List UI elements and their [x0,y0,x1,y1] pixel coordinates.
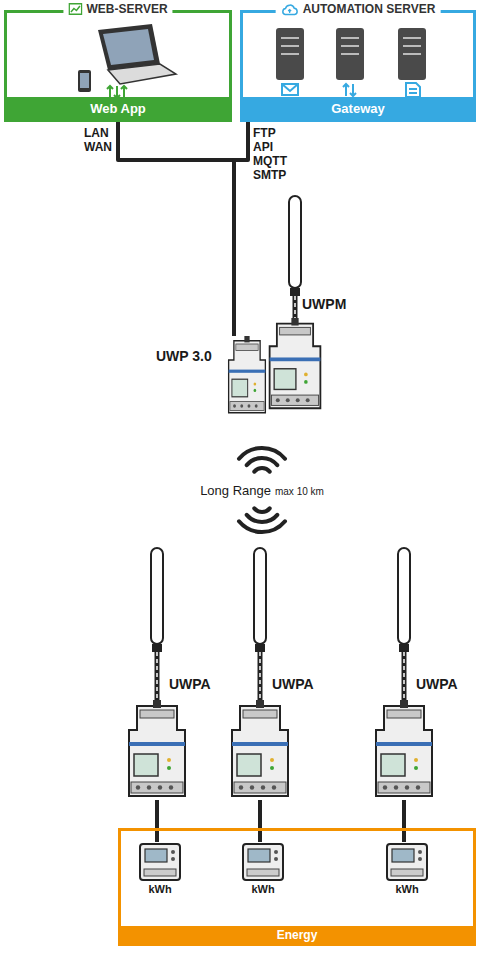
meter-box: kWh [241,842,285,895]
frame-band: Energy [121,926,473,943]
heading-text: WEB-SERVER [86,2,167,16]
free-label: Long Range [200,483,271,499]
device-box: UWPM [266,318,324,412]
group-frame: Energy kWh kWh kWh [118,828,476,946]
device-label: UWPA [416,676,458,692]
device-box: UWPA [372,700,436,800]
device-box: UWPA [228,700,292,800]
gateway-icons [282,83,420,97]
free-label: MQTT [253,154,287,168]
connector-line [118,122,234,336]
energy-meter [385,842,429,882]
free-label: max 10 km [275,485,324,498]
connector-line [234,122,248,336]
group-frame: AUTOMATION SERVERGateway [240,10,476,122]
frame-band: Web App [7,97,229,119]
band-text: Web App [90,101,146,116]
free-label: WAN [84,140,112,154]
device-box: UWPA [125,700,189,800]
server-icons [276,28,426,80]
meter-picture [385,842,429,882]
meter-unit: kWh [251,883,274,895]
meter-box: kWh [138,842,182,895]
device-label: UWP 3.0 [156,348,212,364]
device-label: UWPA [169,676,211,692]
free-label: FTP [253,126,276,140]
free-label: LAN [84,126,109,140]
cloud-icon [281,3,299,16]
band-text: Gateway [331,101,384,116]
free-label: API [253,140,273,154]
energy-meter [241,842,285,882]
free-label: SMTP [253,168,286,182]
heading-text: AUTOMATION SERVER [303,2,436,16]
energy-meter [138,842,182,882]
connector-line [155,800,159,842]
antenna [289,196,301,320]
frame-band: Gateway [243,97,473,119]
device-box: UWP 3.0 [226,336,268,416]
connector-line [258,800,262,842]
frame-heading: WEB-SERVER [63,2,172,16]
device-label: UWPA [272,676,314,692]
heading-icon [281,3,299,16]
meter-box: kWh [385,842,429,895]
meter-unit: kWh [148,883,171,895]
laptop-icon [78,24,176,92]
frame-heading: AUTOMATION SERVER [276,2,441,16]
meter-picture [241,842,285,882]
chart-icon [68,3,82,15]
connector-line [402,800,406,842]
device-label: UWPM [302,296,346,312]
uwpa-device [129,700,432,796]
heading-icon [68,3,82,15]
uwp-device [229,318,321,413]
group-frame: WEB-SERVERWeb App [4,10,232,122]
antenna [151,548,410,702]
meter-unit: kWh [395,883,418,895]
band-text: Energy [277,928,318,942]
meter-picture [138,842,182,882]
